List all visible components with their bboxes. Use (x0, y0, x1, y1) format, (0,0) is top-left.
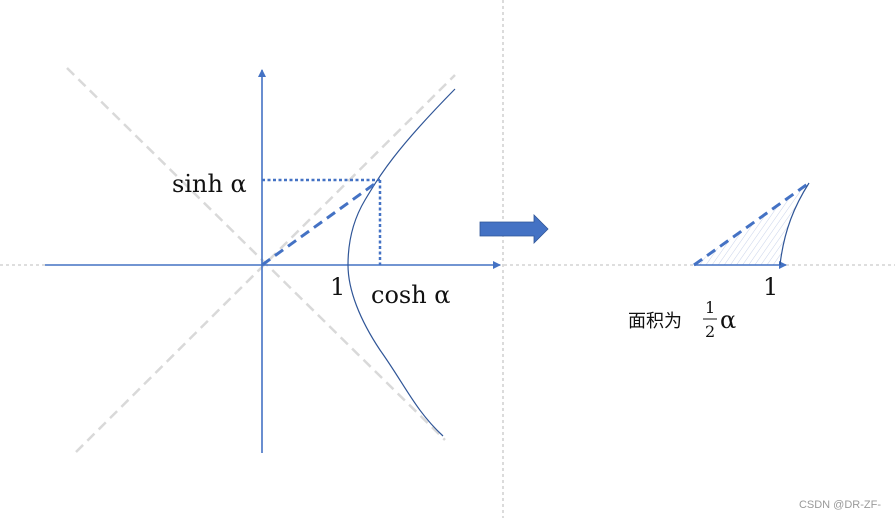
one-label: 1 (330, 273, 345, 301)
left-diagram: sinh α 1 cosh α (45, 67, 501, 453)
hyperbola-curve (347, 88, 456, 437)
right-diagram: 1 面积为 1 2 α (628, 181, 810, 341)
area-caption: 面积为 1 2 α (628, 298, 736, 341)
area-caption-prefix: 面积为 (628, 311, 682, 332)
sector-ray (693, 181, 810, 267)
sector-curve (779, 182, 810, 266)
asymptote-rising (75, 74, 456, 453)
watermark: CSDN @DR-ZF- (799, 499, 881, 511)
ray-to-point (261, 178, 381, 267)
asymptote-falling (66, 67, 446, 441)
area-fraction-denominator: 2 (705, 322, 715, 341)
cosh-label: cosh α (371, 281, 451, 309)
transform-arrow (479, 214, 549, 244)
sinh-label: sinh α (172, 170, 247, 198)
area-fraction-numerator: 1 (705, 298, 715, 317)
area-caption-alpha: α (720, 306, 736, 334)
right-one-label: 1 (763, 273, 778, 301)
